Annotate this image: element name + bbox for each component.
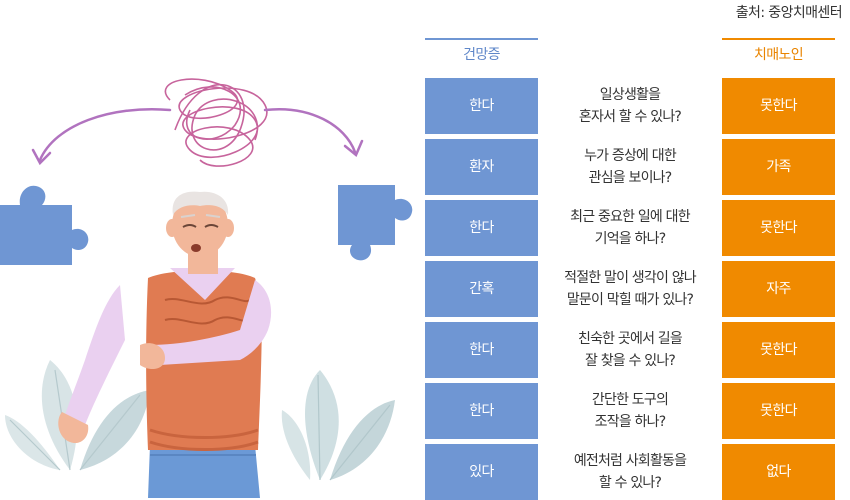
puzzle-piece-right-icon (338, 185, 413, 261)
question-line: 혼자서 할 수 있나? (578, 109, 682, 125)
elderly-man-illustration (0, 78, 413, 498)
question-line: 적절한 말이 생각이 않나 (564, 270, 697, 286)
column-header-dementia: 치매노인 (722, 38, 835, 70)
forgetfulness-answer: 간혹 (425, 261, 538, 317)
leaf-plant-left-icon (5, 360, 150, 471)
forgetfulness-answer: 한다 (425, 78, 538, 134)
forgetfulness-answer: 한다 (425, 322, 538, 378)
tangled-thread-icon (164, 78, 268, 167)
dementia-answer: 못한다 (722, 322, 835, 378)
dementia-answer: 가족 (722, 139, 835, 195)
forgetfulness-answer: 한다 (425, 383, 538, 439)
question-line: 최근 중요한 일에 대한 (570, 209, 690, 225)
question-line: 친숙한 곳에서 길을 (578, 331, 683, 347)
dementia-answer: 못한다 (722, 383, 835, 439)
curved-arrow-right-icon (263, 107, 364, 158)
puzzle-piece-left-icon (0, 185, 89, 265)
question-line: 잘 찾을 수 있나? (584, 353, 676, 369)
dementia-answer: 없다 (722, 444, 835, 500)
question-line: 예전처럼 사회활동을 (573, 453, 687, 469)
curved-arrow-left-icon (31, 108, 172, 166)
forgetfulness-answer: 환자 (425, 139, 538, 195)
question-line: 간단한 도구의 (591, 392, 669, 408)
question-line: 누가 증상에 대한 (584, 148, 677, 164)
question-line: 말문이 막힐 때가 있나? (566, 292, 694, 308)
question-line: 조작을 하나? (594, 414, 666, 430)
dementia-answer: 자주 (722, 261, 835, 317)
question-line: 기억을 하나? (594, 231, 666, 247)
leaf-plant-right-icon (281, 370, 395, 481)
forgetfulness-answer: 있다 (425, 444, 538, 500)
dementia-answer: 못한다 (722, 200, 835, 256)
source-caption: 출처: 중앙치매센터 (735, 5, 843, 21)
dementia-answer: 못한다 (722, 78, 835, 134)
forgetfulness-answer: 한다 (425, 200, 538, 256)
question-line: 일상생활을 (599, 87, 661, 103)
question-line: 할 수 있나? (598, 475, 662, 491)
column-header-forgetfulness: 건망증 (425, 38, 538, 70)
elderly-man-figure (58, 191, 272, 498)
question-line: 관심을 보이나? (588, 170, 673, 186)
